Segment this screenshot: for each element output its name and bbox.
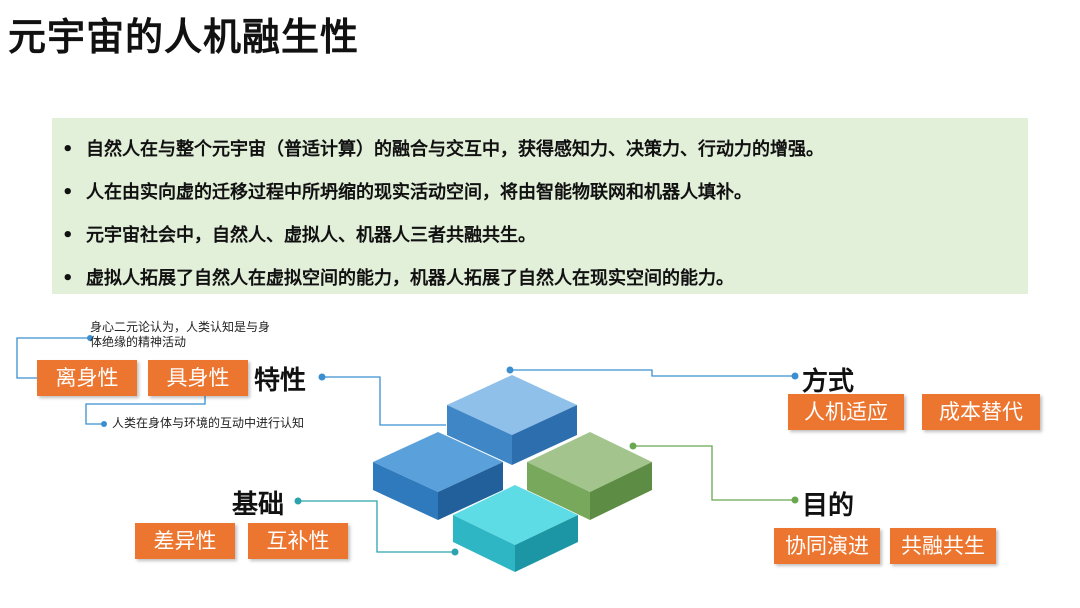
characteristics-note-bottom: 人类在身体与环境的互动中进行认知 bbox=[112, 416, 305, 430]
tag-cost-substitution: 成本替代 bbox=[922, 394, 1040, 430]
bullet-marker: • bbox=[62, 268, 74, 289]
goal-dot-left bbox=[629, 442, 637, 450]
tag-co-evolution: 协同演进 bbox=[774, 528, 880, 564]
foundation-connector bbox=[298, 500, 455, 553]
note-line: 身心二元论认为，人类认知是与身 bbox=[90, 320, 271, 334]
bullet-marker: • bbox=[62, 225, 74, 246]
heading-goal: 目的 bbox=[802, 491, 855, 521]
block-bottom bbox=[453, 485, 578, 572]
tag-coexistence: 共融共生 bbox=[890, 528, 996, 564]
page-title: 元宇宙的人机融生性 bbox=[8, 15, 360, 59]
note-bottom-connector bbox=[85, 396, 206, 425]
bullet-item: • 元宇宙社会中，自然人、虚拟人、机器人三者共融共生。 bbox=[52, 214, 1028, 257]
heading-foundation: 基础 bbox=[232, 490, 285, 520]
bullet-text: 自然人在与整个元宇宙（普适计算）的融合与交互中，获得感知力、决策力、行动力的增强… bbox=[86, 139, 824, 160]
method-connector bbox=[510, 369, 795, 377]
characteristics-connector bbox=[322, 376, 446, 426]
bullet-text: 虚拟人拓展了自然人在虚拟空间的能力，机器人拓展了自然人在现实空间的能力。 bbox=[86, 268, 734, 289]
goal-dot-right bbox=[791, 496, 799, 504]
bullet-list: • 自然人在与整个元宇宙（普适计算）的融合与交互中，获得感知力、决策力、行动力的… bbox=[52, 118, 1028, 294]
tag-complementarity: 互补性 bbox=[248, 523, 348, 559]
method-dot-right bbox=[791, 372, 799, 380]
tag-embodied: 具身性 bbox=[148, 360, 248, 396]
tag-human-machine-adaptation: 人机适应 bbox=[788, 394, 904, 430]
bullet-marker: • bbox=[62, 139, 74, 160]
bullet-item: • 人在由实向虚的迁移过程中所坍缩的现实活动空间，将由智能物联网和机器人填补。 bbox=[52, 171, 1028, 214]
heading-characteristics: 特性 bbox=[254, 366, 307, 396]
bullet-item: • 虚拟人拓展了自然人在虚拟空间的能力，机器人拓展了自然人在现实空间的能力。 bbox=[52, 257, 1028, 300]
bullet-text: 人在由实向虚的迁移过程中所坍缩的现实活动空间，将由智能物联网和机器人填补。 bbox=[86, 182, 752, 203]
tag-difference: 差异性 bbox=[135, 523, 235, 559]
tag-disembodied: 离身性 bbox=[37, 360, 137, 396]
note-bottom-dot bbox=[101, 421, 107, 427]
foundation-dot-right bbox=[451, 548, 459, 556]
bullet-text: 元宇宙社会中，自然人、虚拟人、机器人三者共融共生。 bbox=[86, 225, 536, 246]
bullet-item: • 自然人在与整个元宇宙（普适计算）的融合与交互中，获得感知力、决策力、行动力的… bbox=[52, 128, 1028, 171]
characteristics-dot bbox=[318, 373, 326, 381]
goal-connector bbox=[633, 445, 795, 501]
block-top bbox=[447, 375, 577, 465]
block-left bbox=[373, 432, 503, 520]
heading-method: 方式 bbox=[802, 367, 855, 397]
note-top-dot bbox=[87, 335, 93, 341]
bullet-marker: • bbox=[62, 182, 74, 203]
method-dot-left bbox=[506, 366, 514, 374]
foundation-dot-left bbox=[294, 497, 302, 505]
note-line: 体绝缘的精神活动 bbox=[90, 335, 187, 349]
characteristics-note-top: 身心二元论认为，人类认知是与身 体绝缘的精神活动 bbox=[90, 320, 310, 350]
block-right bbox=[527, 432, 652, 520]
note-top-connector bbox=[16, 337, 90, 379]
